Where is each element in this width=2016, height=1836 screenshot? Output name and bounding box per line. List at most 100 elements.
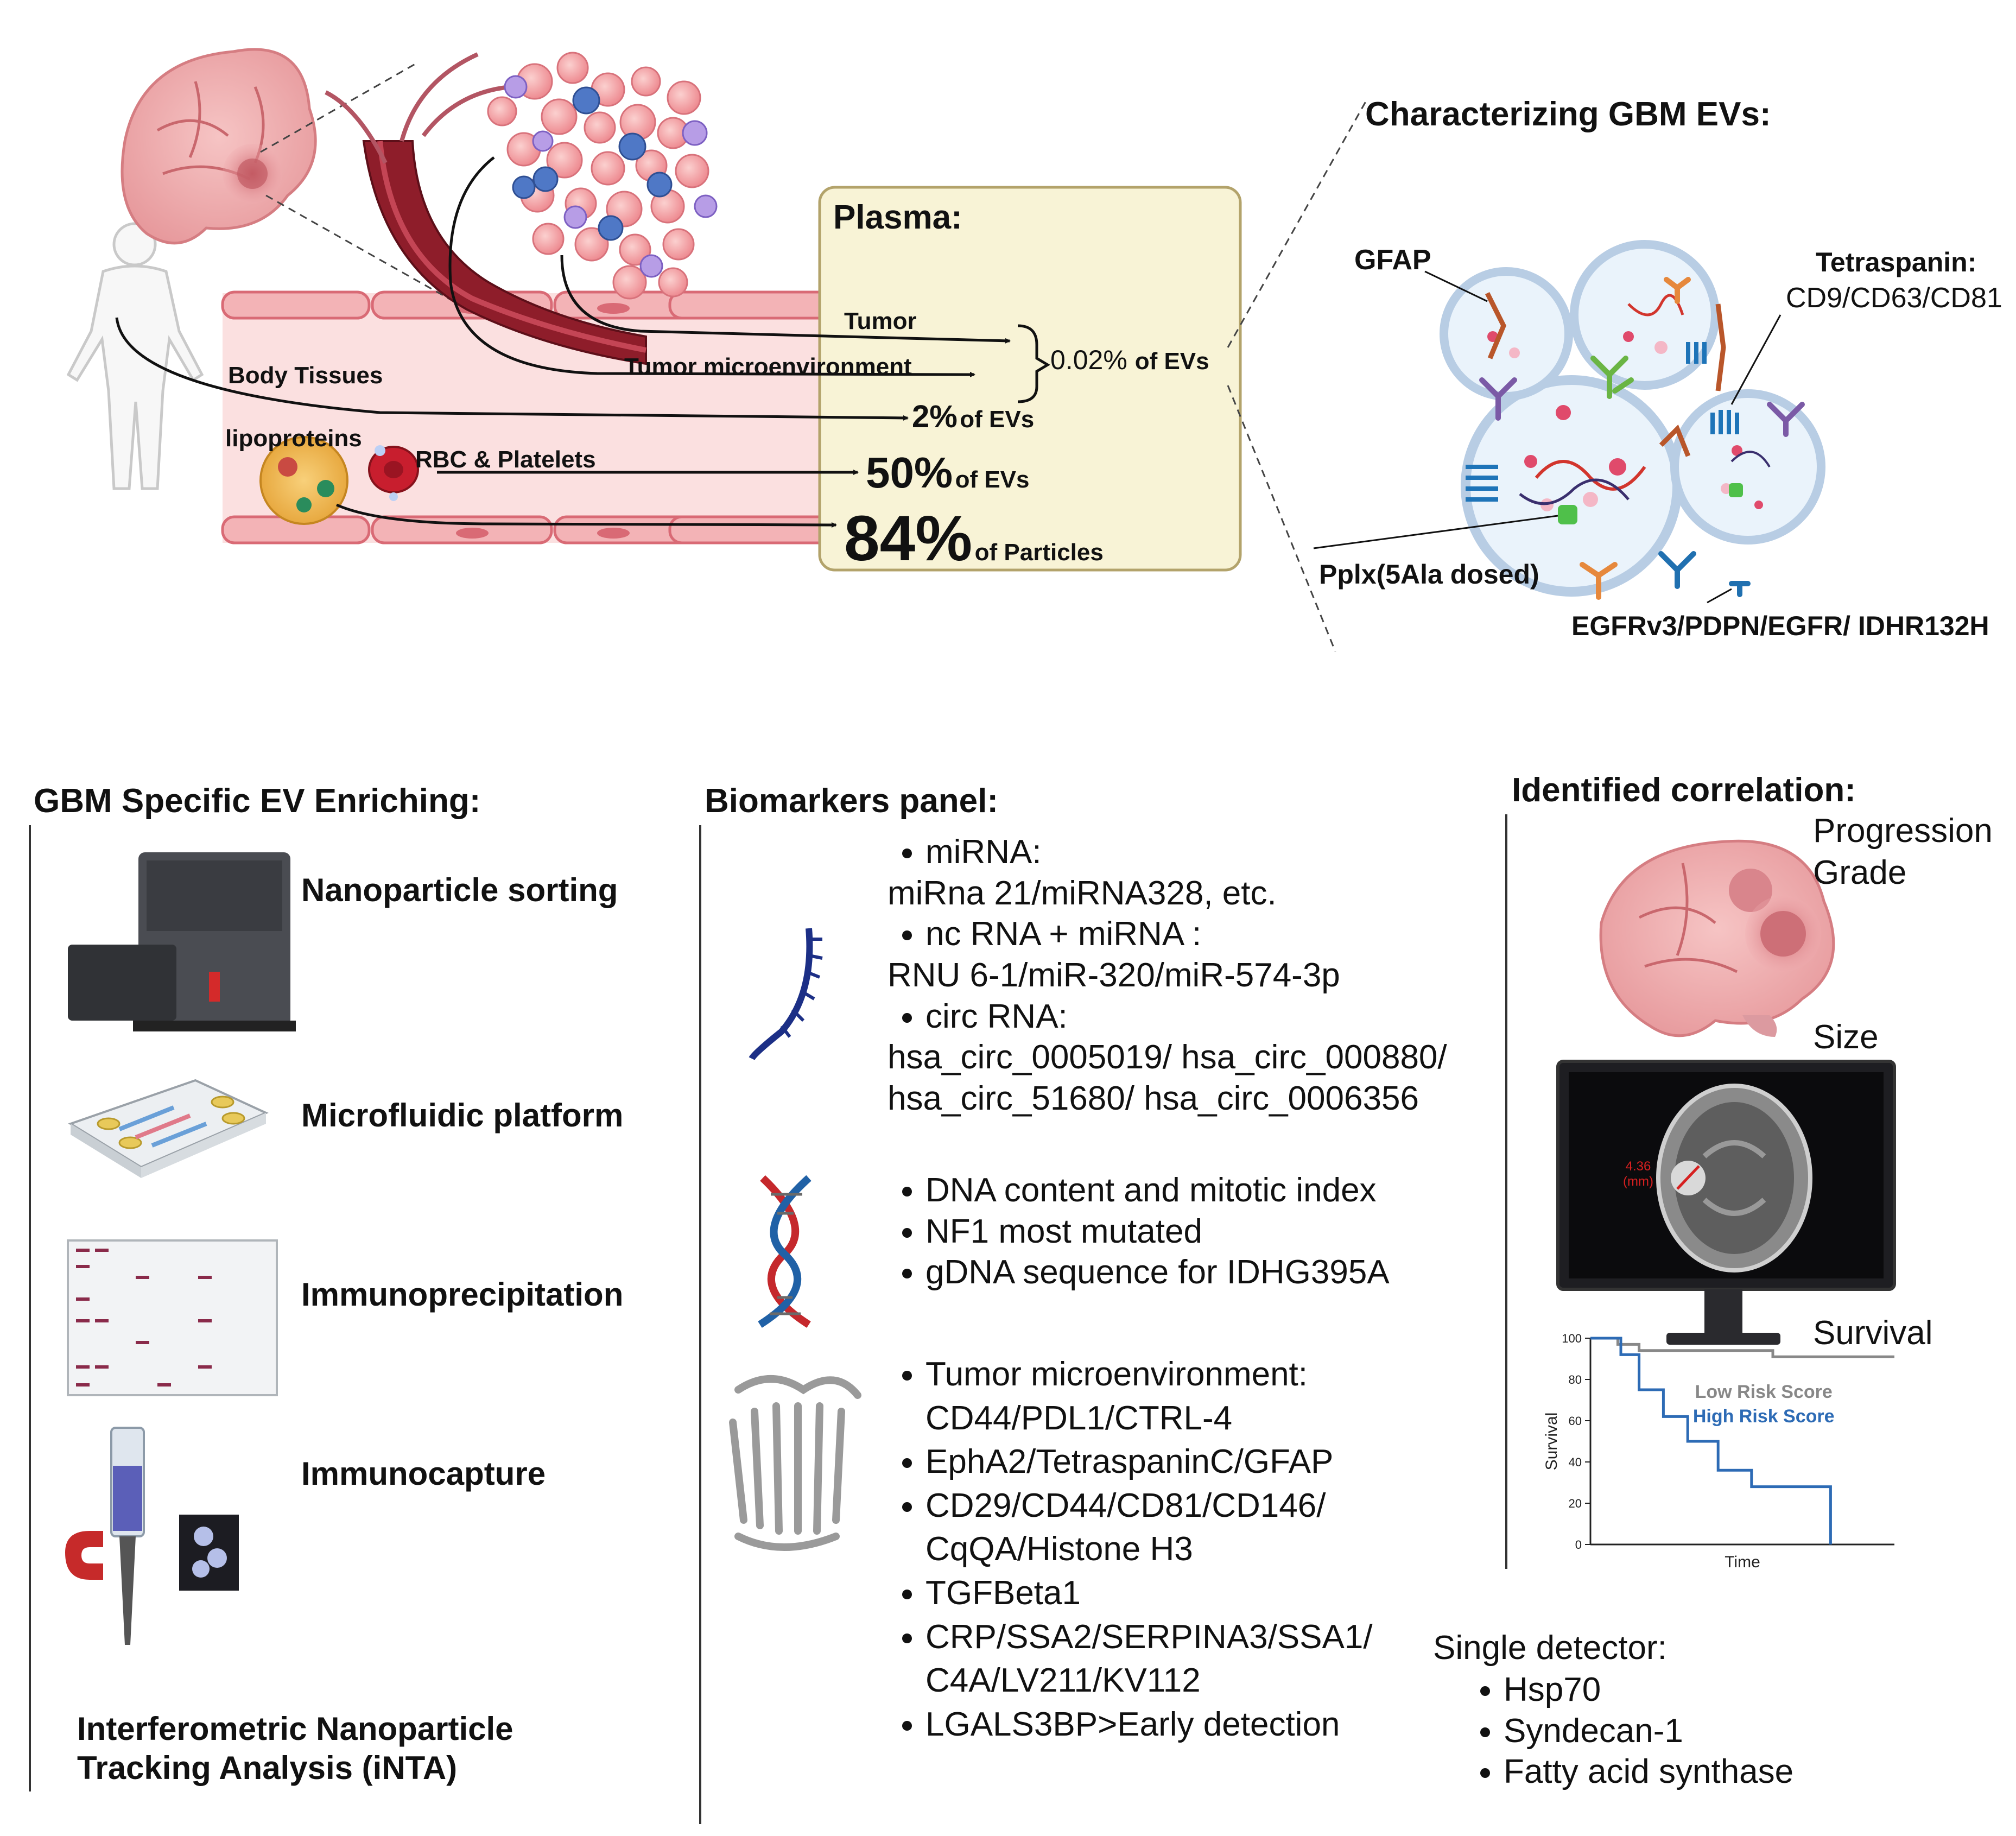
protein-cd29: CD29/CD44/CD81/CD146/ [925,1486,1326,1524]
rna-circrna-detail-2: hsa_circ_51680/ hsa_circ_0006356 [887,1079,1419,1117]
fraction-lipo-unit: of Particles [974,539,1104,566]
rna-circrna-detail-1: hsa_circ_0005019/ hsa_circ_000880/ [887,1039,1447,1077]
list-item: circ RNA: hsa_circ_0005019/ hsa_circ_000… [887,996,1447,1119]
list-item: EphA2/TetraspaninC/GFAP [925,1440,1373,1484]
mri-measure-value: 4.36 [1625,1159,1651,1174]
microfluidic-chip-icon [68,1079,269,1178]
mri-measurement: 4.36 (mm) [1623,1159,1653,1189]
km-legend-low: Low Risk Score [1695,1382,1833,1402]
rna-circrna-label: circ RNA: [925,997,1068,1035]
correlation-survival: Survival [1813,1314,1933,1352]
dna-biomarker-list: DNA content and mitotic index NF1 most m… [887,1170,1390,1293]
ev-label-egfr: EGFRv3/PDPN/EGFR/ IDHR132H [1571,611,1989,641]
protein-structure-icon [729,1375,861,1551]
mri-measure-unit: (mm) [1623,1174,1653,1189]
km-y-tick-label: 40 [1569,1455,1582,1469]
correlation-title: Identified correlation: [1512,771,1856,809]
ev-cluster-icon [1440,240,1825,600]
biomarkers-title: Biomarkers panel: [705,782,998,820]
gel-icon [67,1239,278,1396]
fraction-lipo: 84% of Particles [844,502,1104,576]
rna-mirna-detail: miRna 21/miRNA328, etc. [887,874,1277,912]
label-rbc-platelets: RBC & Platelets [415,446,596,473]
fraction-body-value: 2% [912,399,958,434]
characterizing-title: Characterizing GBM EVs: [1365,96,1771,133]
list-item: gDNA sequence for IDHG395A [925,1252,1390,1293]
rna-ncrna-detail: RNU 6-1/miR-320/miR-574-3p [887,956,1340,994]
panel-dividers [29,814,1507,1824]
brain-icon [121,48,317,245]
km-y-tick-label: 60 [1569,1414,1582,1428]
fraction-body-unit: of EVs [960,406,1035,433]
protein-cd29-cont: CqQA/Histone H3 [925,1530,1193,1568]
ev-label-pplx: Pplx(5Ala dosed) [1319,559,1539,590]
correlation-size: Size [1813,1018,1879,1056]
method-microfluidic-platform: Microfluidic platform [301,1097,624,1134]
km-y-label: Survival [1543,1413,1561,1471]
km-y-tick-label: 80 [1569,1373,1582,1387]
flow-arrows [115,156,1011,528]
method-inta-line2: Tracking Analysis (iNTA) [77,1750,458,1786]
list-item: LGALS3BP>Early detection [925,1703,1373,1747]
human-silhouette-icon [66,222,204,490]
km-series-high-risk [1590,1337,1832,1544]
km-legend-high: High Risk Score [1693,1406,1835,1427]
list-item: CRP/SSA2/SERPINA3/SSA1/ C4A/LV211/KV112 [925,1616,1373,1703]
ev-pointer-lines [1313,270,1782,604]
fraction-tumor-unit: of EVs [1134,348,1209,375]
single-detector-list: Hsp70 Syndecan-1 Fatty acid synthase [1466,1669,1793,1793]
fraction-rbc: 50% of EVs [866,448,1030,498]
fraction-rbc-unit: of EVs [955,466,1030,493]
ev-label-tetraspanin-list: CD9/CD63/CD81 [1786,282,2002,314]
km-y-tick-label: 20 [1569,1497,1582,1510]
rna-biomarker-list: miRNA: miRna 21/miRNA328, etc. nc RNA + … [887,832,1447,1119]
fraction-lipo-value: 84% [844,503,973,574]
method-inta-line1: Interferometric Nanoparticle [77,1711,513,1747]
protein-crp: CRP/SSA2/SERPINA3/SSA1/ [925,1618,1373,1656]
method-nanoparticle-sorting: Nanoparticle sorting [301,872,618,908]
single-detector-title: Single detector: [1433,1629,1667,1667]
list-item: nc RNA + miRNA : RNU 6-1/miR-320/miR-574… [887,914,1447,996]
protein-crp-cont: C4A/LV211/KV112 [925,1662,1201,1700]
list-item: NF1 most mutated [925,1211,1390,1252]
rna-ncrna-label: nc RNA + miRNA : [925,915,1202,953]
km-series-low-risk [1590,1337,1894,1358]
rna-strand-icon [749,928,823,1061]
protein-tme-detail: CD44/PDL1/CTRL-4 [925,1399,1233,1437]
protein-biomarker-list: Tumor microenvironment: CD44/PDL1/CTRL-4… [887,1353,1373,1746]
list-item: Hsp70 [1504,1669,1793,1711]
correlation-grade: Grade [1813,854,1907,891]
list-item: DNA content and mitotic index [925,1170,1390,1211]
label-tumor: Tumor [844,308,917,334]
list-item: CD29/CD44/CD81/CD146/ CqQA/Histone H3 [925,1484,1373,1572]
list-item: miRNA: miRna 21/miRNA328, etc. [887,832,1447,914]
ev-label-tetraspanin: Tetraspanin: [1816,247,1977,277]
list-item: Tumor microenvironment: CD44/PDL1/CTRL-4 [925,1353,1373,1440]
list-item: TGFBeta1 [925,1572,1373,1616]
fraction-rbc-value: 50% [866,448,953,497]
km-y-tick-label: 100 [1562,1332,1582,1345]
fraction-tumor-value: 0.02% [1050,345,1127,375]
plasma-title: Plasma: [833,199,962,236]
dna-helix-icon [758,1175,812,1328]
method-immunoprecipitation: Immunoprecipitation [301,1276,624,1313]
label-body-tissues: Body Tissues [228,362,383,389]
label-tumor-microenvironment: Tumor microenvironment [624,353,912,380]
fraction-tumor: 0.02% of EVs [1050,345,1209,376]
mri-monitor-icon [1556,1060,1896,1345]
correlation-progression: Progression [1813,812,1993,850]
label-lipoproteins: lipoproteins [225,425,362,452]
tumor-cells-icon [487,52,718,300]
bracket [1017,324,1050,403]
ev-label-gfap: GFAP [1354,244,1431,276]
lipoprotein-icon [259,436,348,525]
rbc-icon [368,445,419,501]
zoom-lines [260,61,1369,652]
rna-mirna-label: miRNA: [925,833,1042,871]
fraction-body: 2% of EVs [912,399,1034,435]
nanoparticle-sorter-icon [68,852,296,1031]
enriching-title: GBM Specific EV Enriching: [34,782,481,820]
method-immunocapture: Immunocapture [301,1455,546,1492]
